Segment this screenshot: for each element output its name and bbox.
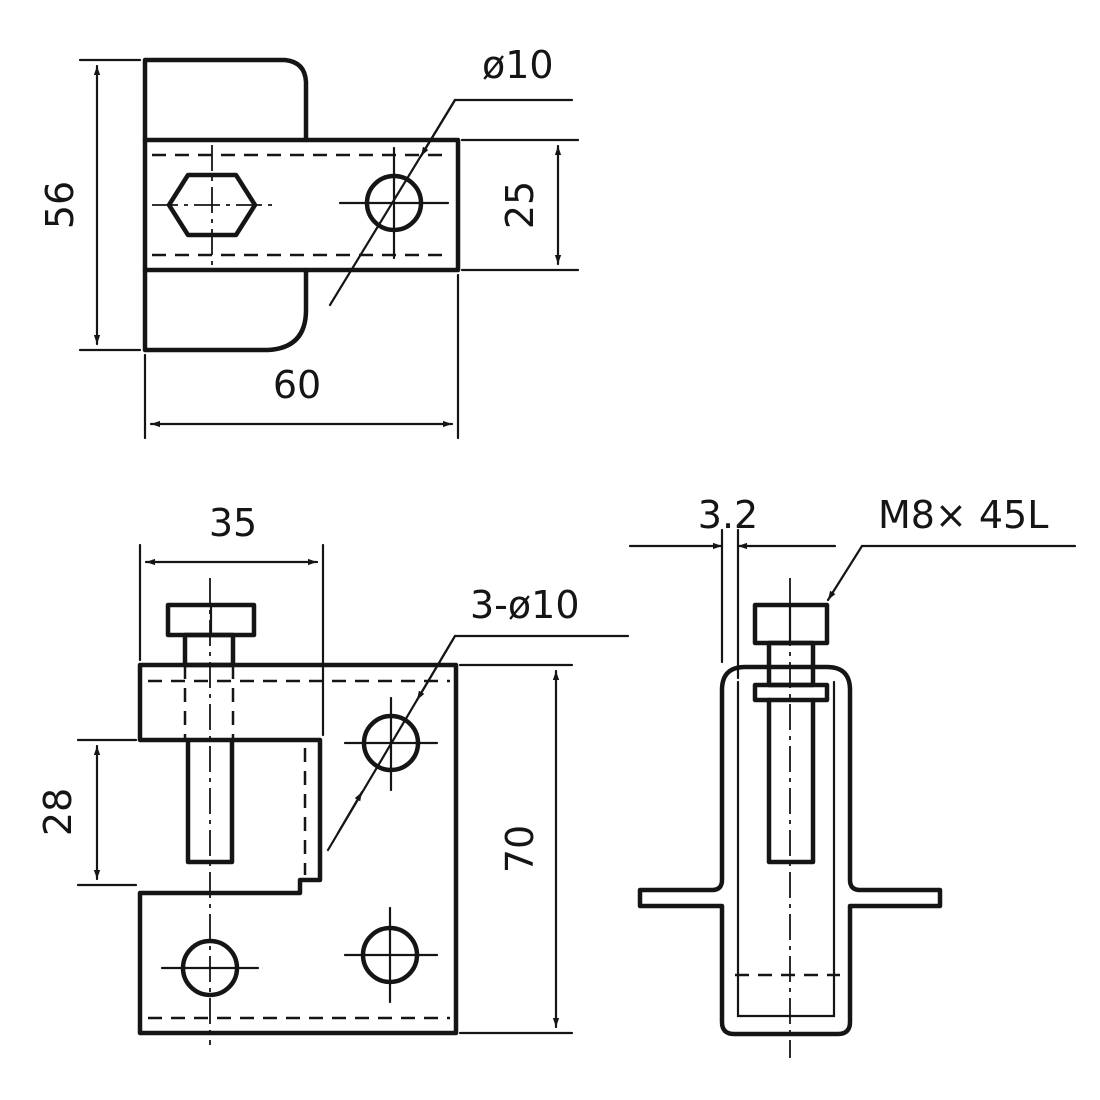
dim-label-3-2: 3.2: [698, 493, 758, 537]
side-bolt-shank-icon: [766, 697, 816, 865]
side-view-outer-channel: [637, 664, 943, 1037]
top-view-body: [142, 137, 461, 273]
dim-label-25: 25: [498, 181, 542, 229]
dim-label-56: 56: [38, 181, 82, 229]
top-view-lower-flange: [142, 267, 309, 353]
front-view-plate-outline: [137, 662, 459, 1036]
bolt-neck-icon: [182, 632, 236, 668]
side-bolt-nut-icon: [752, 682, 830, 703]
dim-label-70: 70: [498, 825, 542, 873]
dim-label-35: 35: [209, 501, 257, 545]
leader-arrow-holes-lower: [336, 790, 364, 835]
callout-hole-10: ø10: [482, 43, 554, 87]
leader-bolt-spec: [826, 544, 1077, 602]
top-view-upper-flange: [142, 57, 309, 143]
dim-label-60: 60: [273, 363, 321, 407]
side-view: 3.2 M8× 45L: [628, 493, 1077, 1058]
leader-arrow-holes-upper: [415, 634, 457, 702]
callout-bolt-spec: M8× 45L: [878, 493, 1048, 537]
dim-label-28: 28: [36, 788, 80, 836]
leader-arrow-hole-10: [419, 98, 457, 158]
top-view: 56 25 60 ø10: [38, 43, 580, 440]
side-view-inner-channel: [736, 680, 836, 1018]
side-bolt-neck-icon: [766, 640, 816, 688]
callout-holes-3-10: 3-ø10: [470, 583, 580, 627]
front-view: 35 28 70 3-ø10: [36, 501, 630, 1045]
